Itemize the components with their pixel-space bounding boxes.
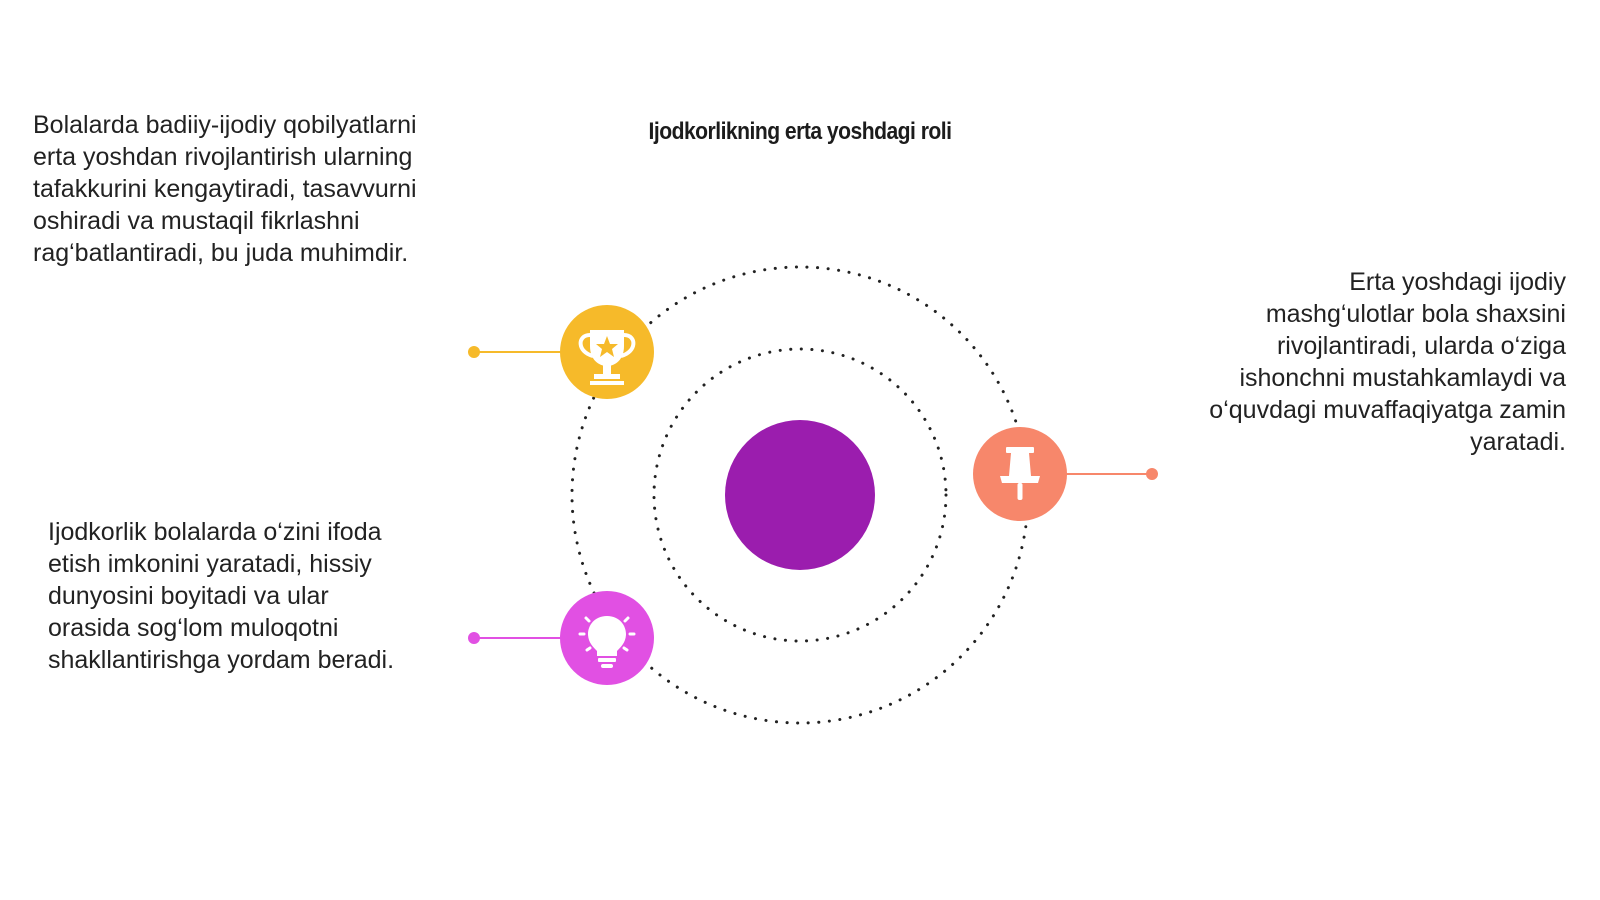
- callout-text-pushpin: Erta yoshdagi ijodiy mashg‘ulotlar bola …: [1209, 268, 1566, 456]
- trophy-icon: [578, 330, 636, 385]
- node-lightbulb: [468, 591, 654, 685]
- node-trophy: [468, 305, 654, 399]
- diagram-title: Ijodkorlikning erta yoshdagi roli: [648, 118, 952, 145]
- callout-text-trophy: Bolalarda badiiy-ijodiy qobilyatlarni er…: [33, 111, 417, 267]
- lightbulb-icon: [578, 616, 636, 668]
- inner-orbit: [652, 347, 948, 643]
- center-circle: [725, 420, 875, 570]
- callout-text-lightbulb: Ijodkorlik bolalarda o‘zini ifoda etish …: [48, 518, 395, 674]
- connector-dot-lightbulb: [468, 632, 480, 644]
- pushpin-icon: [1000, 447, 1040, 500]
- connector-dot-pushpin: [1146, 468, 1158, 480]
- node-pushpin: [973, 427, 1158, 521]
- connector-dot-trophy: [468, 346, 480, 358]
